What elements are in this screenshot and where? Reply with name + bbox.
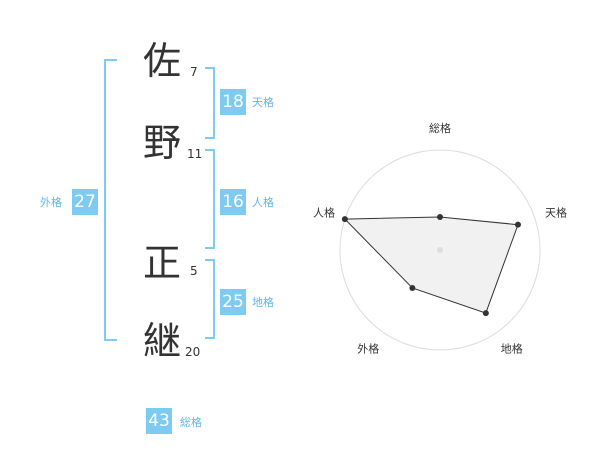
jinkaku-label: 人格 — [252, 196, 274, 209]
tenkaku-value: 18 — [220, 89, 246, 115]
radar-point-1 — [514, 221, 521, 228]
tenkaku-label: 天格 — [252, 96, 274, 109]
chikaku-bracket — [205, 259, 215, 339]
chikaku-value: 25 — [220, 289, 246, 315]
radar-axis-label-3: 外格 — [357, 342, 379, 356]
jinkaku-value: 16 — [220, 189, 246, 215]
soukaku-value: 43 — [146, 408, 172, 434]
radar-area — [343, 216, 519, 314]
name-char-1: 佐 — [143, 39, 182, 83]
stroke-count-4: 20 — [185, 345, 201, 359]
jinkaku-bracket — [205, 149, 215, 249]
radar-point-2 — [482, 310, 489, 317]
radar-point-3 — [409, 285, 416, 292]
gaikaku-value: 27 — [72, 189, 98, 215]
gaikaku-bracket — [104, 59, 117, 341]
radar-axis-label-2: 地格 — [501, 342, 523, 356]
name-char-4: 継 — [143, 319, 182, 363]
name-char-3: 正 — [143, 241, 182, 285]
chikaku-label: 地格 — [252, 296, 274, 309]
stroke-count-1: 7 — [190, 65, 198, 79]
radar-axis-label-0: 総格 — [429, 121, 451, 135]
name-char-2: 野 — [143, 121, 182, 165]
radar-point-4 — [341, 216, 348, 223]
soukaku-label: 総格 — [180, 416, 202, 429]
gaikaku-label: 外格 — [40, 196, 62, 209]
radar-axis-label-4: 人格 — [313, 205, 335, 219]
stroke-count-2: 11 — [187, 147, 203, 161]
tenkaku-bracket — [205, 67, 215, 139]
radar-point-0 — [437, 214, 443, 220]
radar-axis-label-1: 天格 — [545, 205, 567, 219]
stroke-count-3: 5 — [190, 264, 198, 278]
